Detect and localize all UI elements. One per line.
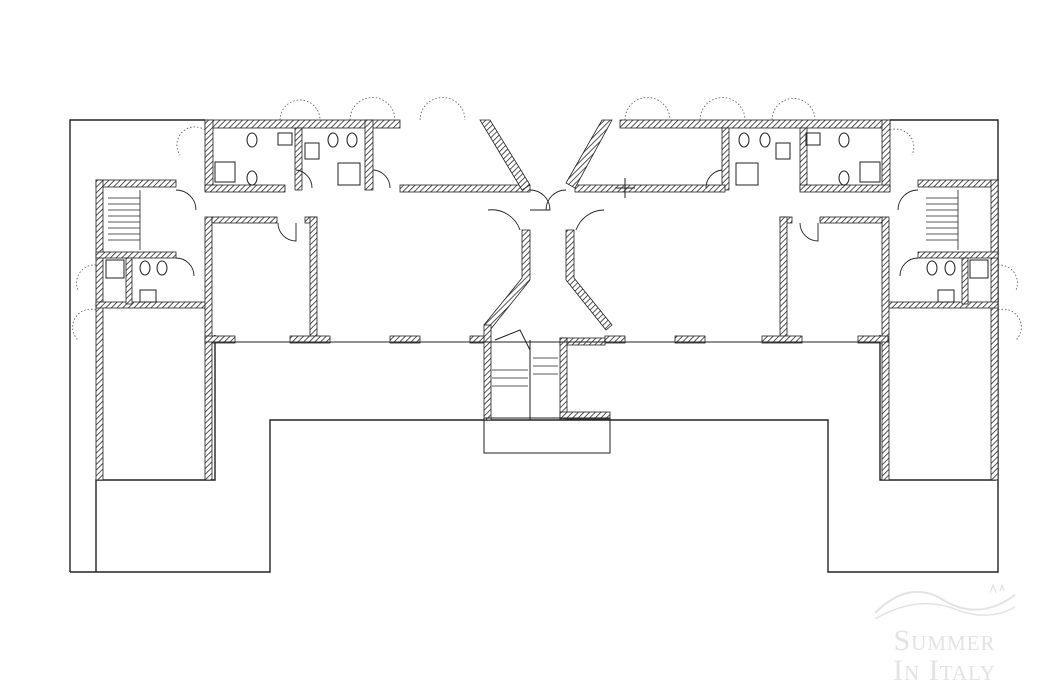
- shower-icon: [337, 162, 361, 186]
- toilet-icon: [926, 260, 938, 276]
- toilet-icon: [327, 132, 339, 148]
- shower-icon: [859, 161, 881, 183]
- sink-icon: [805, 132, 821, 146]
- toilet-icon: [738, 132, 750, 148]
- toilet-icon: [944, 260, 956, 276]
- bathroom-fixtures: [105, 132, 989, 303]
- sink-icon: [304, 142, 320, 160]
- toilet-icon: [838, 170, 850, 186]
- central-staircase: [492, 357, 558, 387]
- landscape-logo-icon: [873, 583, 1016, 620]
- shower-icon: [105, 259, 125, 279]
- shower-icon: [969, 259, 989, 279]
- watermark-line-2: In Italy: [893, 654, 996, 687]
- toilet-icon: [156, 260, 168, 276]
- interior-lines: [212, 178, 880, 454]
- toilet-icon: [246, 132, 258, 148]
- toilet-icon: [246, 170, 258, 186]
- right-staircase: [926, 190, 959, 250]
- shower-icon: [214, 161, 236, 183]
- door-swings-solid: [175, 169, 919, 277]
- watermark: Summer In Italy: [857, 573, 1032, 686]
- shower-icon: [735, 162, 759, 186]
- watermark-line-1: Summer: [893, 624, 996, 657]
- sink-icon: [139, 289, 157, 303]
- building-walls: [95, 119, 999, 481]
- door-swings: [72, 97, 1022, 341]
- toilet-icon: [139, 260, 151, 276]
- sink-icon: [277, 132, 293, 146]
- sink-icon: [775, 142, 791, 160]
- left-staircase: [108, 190, 141, 250]
- toilet-icon: [759, 132, 771, 148]
- toilet-icon: [838, 132, 850, 148]
- toilet-icon: [346, 132, 358, 148]
- sink-icon: [937, 289, 955, 303]
